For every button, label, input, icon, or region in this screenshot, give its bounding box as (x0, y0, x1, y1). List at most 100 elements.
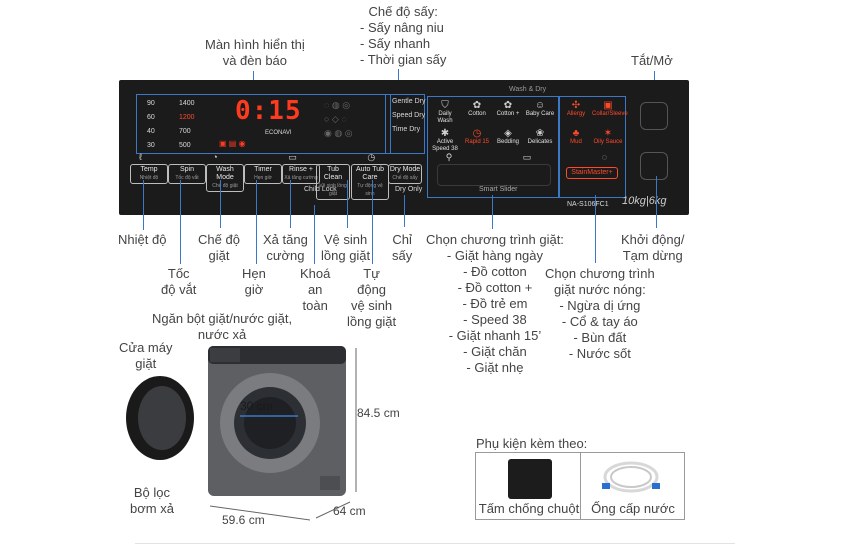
timer-button-sub: Hẹn giờ (254, 175, 272, 181)
dry-option: Time Dry (392, 126, 421, 133)
smart-slider-label: Smart Slider (479, 186, 518, 193)
dry-mode-button-sub: Chế độ sấy (392, 175, 418, 181)
water-hose-image (602, 461, 660, 493)
temp-button-sub: Nhiệt độ (139, 175, 159, 181)
model-label: NA-S106FC1 (567, 201, 609, 208)
collar-icon: ▣ (603, 100, 613, 111)
allergy-icon: ✣ (571, 100, 581, 111)
wash-dry-label: Wash & Dry (509, 86, 547, 93)
wash-mode-label-line: Chế độ (198, 232, 240, 247)
auto-tub-line: động (357, 282, 387, 297)
delicates-icon: ❀ (535, 128, 545, 139)
washing-machine-illustration (126, 346, 357, 521)
display-label-line: Màn hình hiển thị (205, 37, 305, 52)
timer-button-label: Timer (254, 166, 272, 173)
filter-door (320, 476, 340, 490)
door-line: giặt (135, 356, 157, 371)
cotton-icon: ✿ (472, 100, 482, 111)
program-label: Delicates (527, 139, 553, 145)
wash-program-line: - Giặt nhẹ (466, 360, 524, 375)
wash-program-line: Chọn chương trình giặt: (426, 232, 564, 247)
smart-slider[interactable] (437, 164, 551, 186)
accessories-box: Tấm chống chuột Ống cấp nước (475, 452, 685, 520)
wash-programs-label: Chọn chương trình giặt: - Giặt hàng ngày… (426, 232, 564, 376)
accessories-divider (580, 453, 581, 519)
program-speed-38[interactable]: ✱Active Speed 38 (430, 128, 460, 153)
depth-dimension: 64 cm (333, 504, 366, 518)
connector-line (595, 195, 596, 263)
rinse-button[interactable]: Rinse +Xả tăng cường (282, 164, 320, 184)
temp-value: 60 (147, 114, 155, 121)
door-line: Cửa máy (119, 340, 173, 355)
width-dimension-line (209, 505, 311, 521)
spin-value: 500 (179, 142, 191, 149)
program-collar-sleeve[interactable]: ▣Collar/Sleeve (592, 100, 628, 118)
child-lock-label: Child Lock (304, 186, 337, 193)
spin-button-label: Spin (179, 166, 194, 173)
stain-master-button[interactable]: StainMaster+ (566, 167, 618, 179)
program-cotton-plus[interactable]: ✿Cotton + (493, 100, 523, 118)
time-display: 0:15 (235, 96, 302, 126)
button-icons: ℓ ◔ ▭ ◷ ⚲ ▭ ◌ (139, 152, 642, 162)
dry-only-line: sấy (392, 248, 413, 263)
dry-mode-line: - Sấy nâng niu (360, 20, 444, 35)
anti-rat-mat-label: Tấm chống chuột (478, 501, 580, 516)
rinse-button-label: Rinse + (289, 166, 313, 173)
timer-label-line: giờ (244, 282, 264, 297)
program-delicates[interactable]: ❀Delicates (524, 128, 556, 146)
dry-mode-line: - Sấy nhanh (360, 36, 431, 51)
start-pause-line: Tạm dừng (622, 248, 683, 263)
program-mud[interactable]: ♣Mud (561, 128, 591, 146)
connector-line (347, 180, 348, 228)
program-label: Active Speed 38 (432, 139, 458, 152)
program-label: Allergy (566, 111, 586, 117)
program-bedding[interactable]: ◈Bedding (493, 128, 523, 146)
program-rapid-15[interactable]: ◷Rapid 15 (462, 128, 492, 146)
wash-mode-button-sub: Chế độ giặt (212, 183, 238, 189)
status-icons: ▣ ▤ ◉ (219, 139, 246, 148)
program-allergy[interactable]: ✣Allergy (561, 100, 591, 118)
start-pause-button[interactable] (640, 152, 668, 180)
program-cotton[interactable]: ✿Cotton (462, 100, 492, 118)
program-baby-care[interactable]: ☺Baby Care (524, 100, 556, 118)
spin-label-line: độ vắt (161, 282, 197, 297)
spin-value: 700 (179, 128, 191, 135)
wash-program-line: - Đồ trẻ em (462, 296, 528, 311)
accessories-title: Phụ kiện kèm theo: (476, 436, 588, 451)
power-button[interactable] (640, 102, 668, 130)
rinse-label-line: Xả tăng (263, 232, 308, 247)
auto-tub-line: lồng giặt (347, 314, 397, 329)
spin-value: 1400 (179, 100, 195, 107)
program-label: Oily Sauce (593, 139, 623, 145)
wash-program-line: - Giặt chăn (463, 344, 527, 359)
dry-mode-line: Chế độ sấy: (368, 4, 438, 19)
connector-line (220, 180, 221, 228)
temp-value: 30 (147, 142, 155, 149)
detergent-line: Ngăn bột giặt/nước giặt, (152, 311, 293, 326)
program-daily-wash[interactable]: ⛉Daily Wash (430, 100, 460, 125)
program-oily-sauce[interactable]: ✶Oily Sauce (592, 128, 624, 146)
child-lock-line: an (307, 282, 323, 297)
open-door-glass (138, 386, 186, 450)
wash-mode-button-label: Wash Mode (216, 166, 234, 181)
footer-divider (135, 543, 735, 544)
dry-mode-line: - Thời gian sấy (360, 52, 447, 67)
display-label-line: và đèn báo (222, 53, 288, 68)
capacity-label: 10kg|6kg (622, 195, 667, 207)
display-frame (136, 94, 391, 154)
rinse-label-line: cường (266, 248, 305, 263)
dry-options-frame (385, 94, 425, 154)
program-label: Collar/Sleeve (592, 111, 628, 117)
